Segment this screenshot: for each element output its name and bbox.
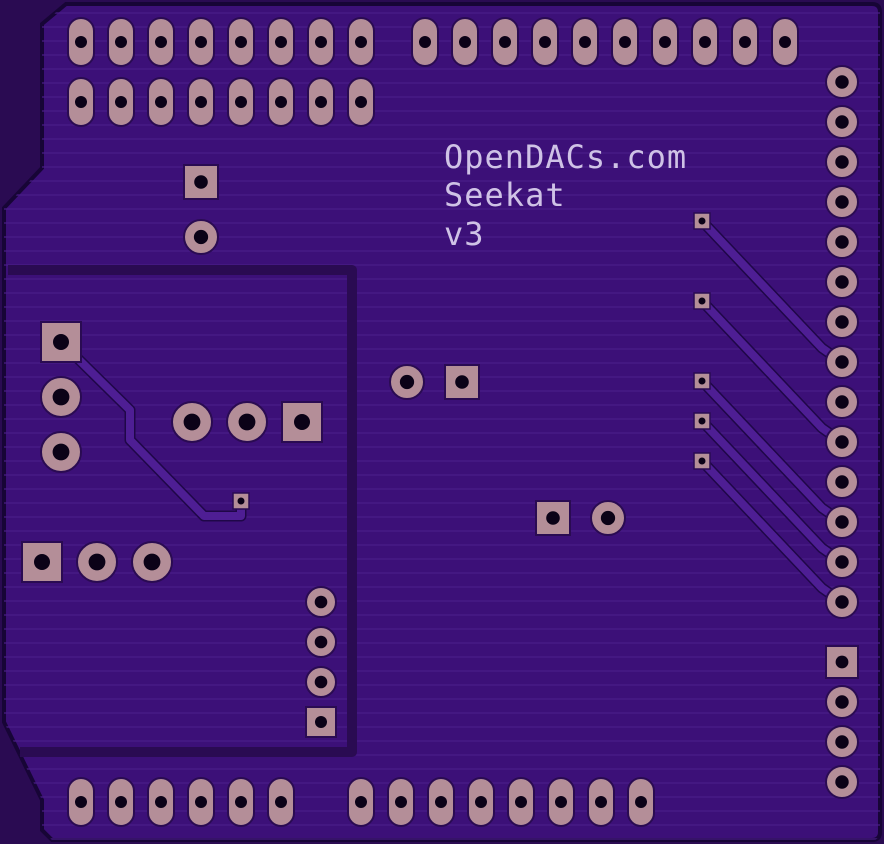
header-top-left-pin — [347, 77, 375, 127]
header-bottom-right-pin — [427, 777, 455, 827]
header-bottom-left-pin — [227, 777, 255, 827]
two-pin-center-pad — [444, 364, 480, 400]
header-top-left-pin — [227, 77, 255, 127]
header-right-pin — [825, 425, 859, 459]
header-top-right-pin — [451, 17, 479, 67]
three-pin-low-pad — [21, 541, 63, 583]
trace-left-cluster — [55, 336, 247, 522]
three-pin-mid-pad — [226, 401, 268, 443]
silkscreen-label: OpenDACs.com Seekat v3 — [444, 138, 687, 253]
header-top-left-pin — [347, 17, 375, 67]
header-top-right-pin — [651, 17, 679, 67]
header-right-pin — [825, 585, 859, 619]
two-pin-center-pad — [389, 364, 425, 400]
header-top-right-pin — [731, 17, 759, 67]
via — [693, 372, 711, 390]
header-right-pin — [825, 65, 859, 99]
header-right-pin — [825, 105, 859, 139]
header-bottom-left-pin — [147, 777, 175, 827]
header-top-right-pin — [411, 17, 439, 67]
header-bottom-right-pin — [387, 777, 415, 827]
three-pin-mid-pad — [171, 401, 213, 443]
header-right-lower-pin — [825, 725, 859, 759]
three-pin-vertical-pad — [40, 321, 82, 363]
header-top-left-pin — [107, 77, 135, 127]
two-pin-center-low-pad — [590, 500, 626, 536]
header-top-left-pin — [67, 17, 95, 67]
via — [693, 292, 711, 310]
header-inner-pin — [305, 586, 337, 618]
header-inner-pin — [305, 706, 337, 738]
header-top-left-pin — [147, 77, 175, 127]
header-top-left-pin — [107, 17, 135, 67]
header-right-pin — [825, 505, 859, 539]
header-top-right-pin — [691, 17, 719, 67]
header-top-right-pin — [531, 17, 559, 67]
header-inner-pin — [305, 626, 337, 658]
header-right-pin — [825, 265, 859, 299]
header-bottom-right-pin — [587, 777, 615, 827]
header-bottom-right-pin — [627, 777, 655, 827]
header-right-pin — [825, 345, 859, 379]
header-right-lower-pin — [825, 645, 859, 679]
header-bottom-left-pin — [67, 777, 95, 827]
header-right-pin — [825, 305, 859, 339]
three-pin-low-pad — [131, 541, 173, 583]
via — [693, 452, 711, 470]
header-right-lower-pin — [825, 765, 859, 799]
header-top-right-pin — [611, 17, 639, 67]
header-right-pin — [825, 185, 859, 219]
header-right-pin — [825, 225, 859, 259]
via — [232, 492, 250, 510]
silkscreen-product: Seekat — [444, 176, 566, 214]
two-pin-top-pad — [183, 164, 219, 200]
silkscreen-version: v3 — [444, 215, 485, 253]
header-top-left-pin — [187, 77, 215, 127]
vias — [232, 212, 711, 510]
three-pin-low-pad — [76, 541, 118, 583]
three-pin-vertical-pad — [40, 376, 82, 418]
three-pin-vertical-pad — [40, 431, 82, 473]
inner-keepout-outline — [8, 265, 357, 757]
header-right-lower-pin — [825, 685, 859, 719]
header-bottom-right-pin — [507, 777, 535, 827]
two-pin-top-pad — [183, 219, 219, 255]
header-bottom-left-pin — [187, 777, 215, 827]
header-right-pin — [825, 545, 859, 579]
header-top-left-pin — [307, 17, 335, 67]
header-inner-pin — [305, 666, 337, 698]
header-top-left-pin — [187, 17, 215, 67]
header-bottom-left-pin — [107, 777, 135, 827]
header-bottom-right-pin — [547, 777, 575, 827]
header-top-left-pin — [147, 17, 175, 67]
header-bottom-right-pin — [347, 777, 375, 827]
header-right-pin — [825, 385, 859, 419]
silkscreen-website: OpenDACs.com — [444, 138, 687, 176]
header-top-right-pin — [771, 17, 799, 67]
header-bottom-right-pin — [467, 777, 495, 827]
header-bottom-left-pin — [267, 777, 295, 827]
via — [693, 212, 711, 230]
header-right-pin — [825, 145, 859, 179]
header-top-right-pin — [491, 17, 519, 67]
header-top-left-pin — [67, 77, 95, 127]
header-top-left-pin — [227, 17, 255, 67]
header-top-left-pin — [307, 77, 335, 127]
header-top-right-pin — [571, 17, 599, 67]
component-pads — [21, 17, 859, 827]
two-pin-center-low-pad — [535, 500, 571, 536]
header-top-left-pin — [267, 77, 295, 127]
header-right-pin — [825, 465, 859, 499]
via — [693, 412, 711, 430]
three-pin-mid-pad — [281, 401, 323, 443]
header-top-left-pin — [267, 17, 295, 67]
